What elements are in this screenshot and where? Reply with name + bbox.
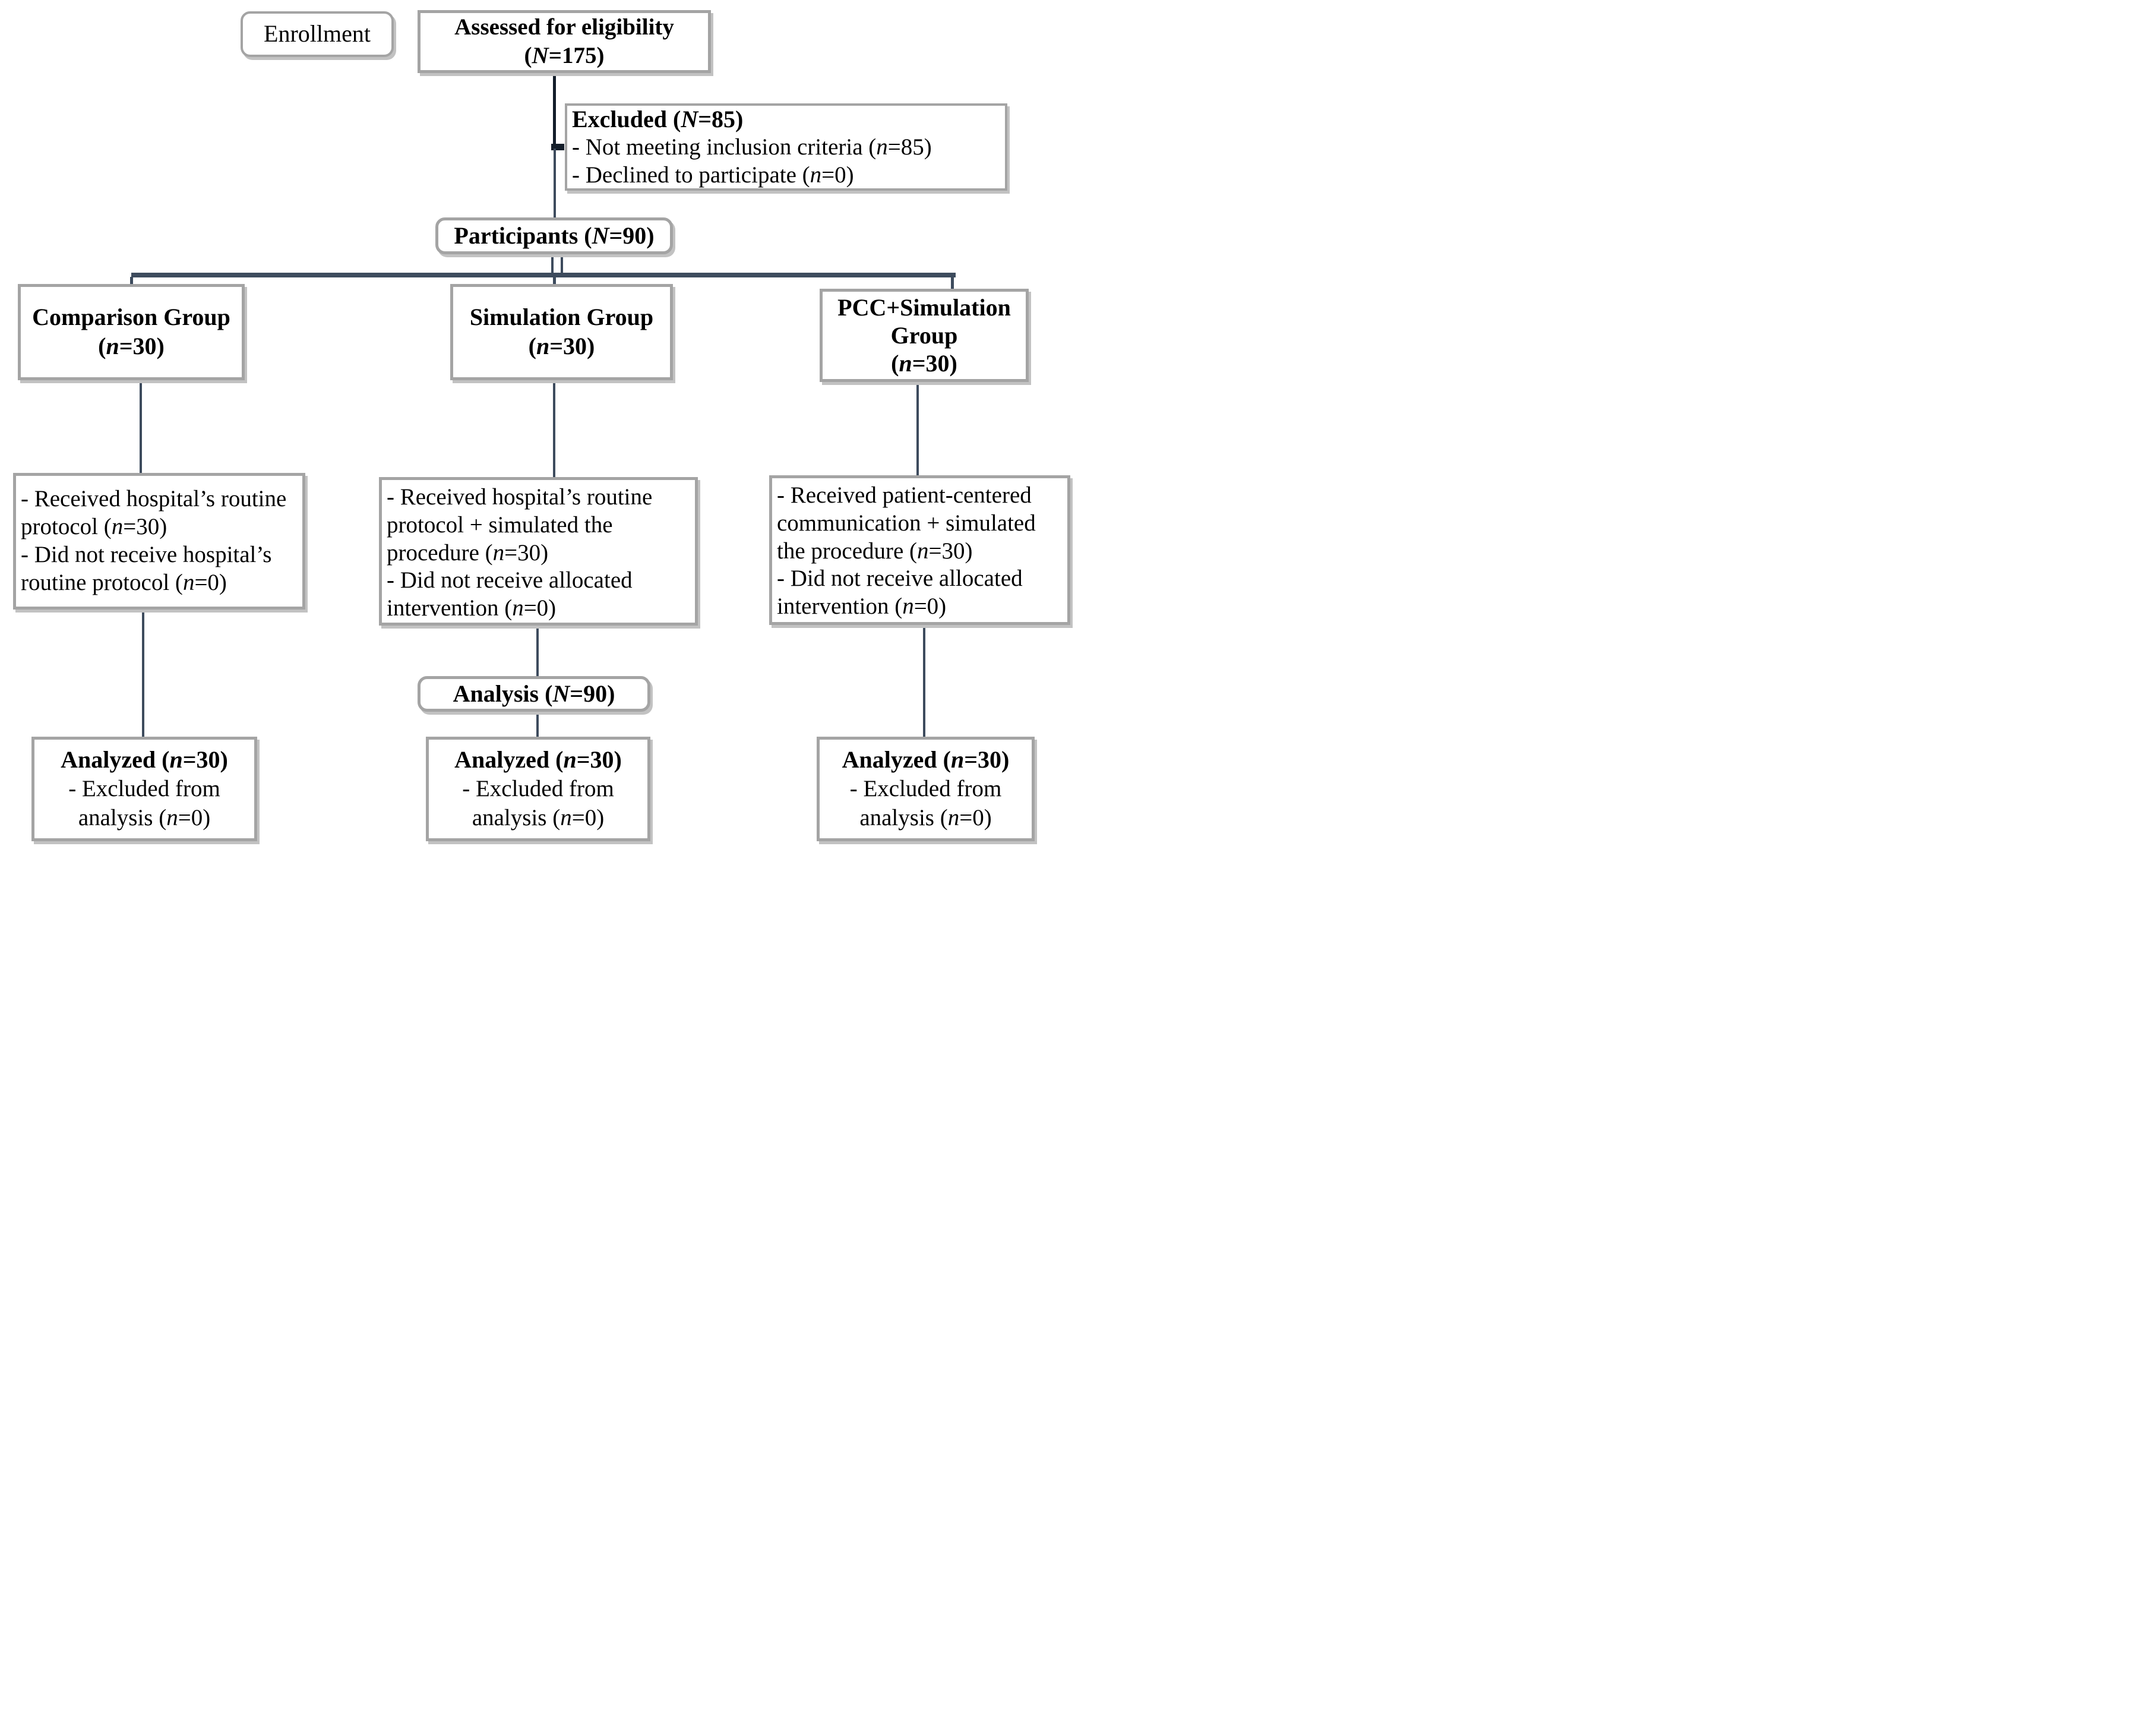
simulation-group-box: Simulation Group (n=30) [450, 284, 673, 380]
intervention-item: - Received hospital’s routine protocol (… [21, 486, 287, 540]
enrollment-label-box: Enrollment [241, 11, 394, 57]
connector-excluded-stub-line [551, 144, 564, 150]
assessed-eligibility-box: Assessed for eligibility (N=175) [418, 10, 711, 73]
analyzed-item: - Excluded from analysis (n=0) [68, 776, 220, 831]
analyzed-title: Analyzed (n=30) [61, 746, 228, 774]
assessed-eligibility-title: Assessed for eligibility [454, 14, 674, 40]
excluded-box: Excluded (N=85) - Not meeting inclusion … [565, 103, 1007, 191]
connector-comparison-intervention-line [140, 380, 142, 473]
excluded-item: - Declined to participate (n=0) [572, 162, 854, 188]
participants-label: Participants (N=90) [454, 222, 655, 249]
analyzed-box-simulation: Analyzed (n=30) - Excluded from analysis… [426, 737, 650, 841]
consort-flow-diagram: Enrollment Assessed for eligibility (N=1… [0, 0, 1078, 856]
connector-assessed-down-line [553, 73, 556, 149]
intervention-item: - Did not receive hospital’s routine pro… [21, 542, 272, 595]
analyzed-title: Analyzed (n=30) [842, 746, 1010, 774]
simulation-group-title: Simulation Group [469, 304, 654, 331]
participants-split-connector-b [561, 254, 563, 273]
connector-comparison-analyzed-line [142, 610, 144, 737]
enrollment-label: Enrollment [264, 20, 371, 48]
simulation-group-count: (n=30) [528, 333, 595, 359]
intervention-item: - Did not receive allocated intervention… [387, 567, 633, 621]
analysis-box: Analysis (N=90) [418, 676, 650, 712]
intervention-item: - Received patient-centered communicatio… [777, 482, 1036, 564]
intervention-box-comparison: - Received hospital’s routine protocol (… [13, 473, 305, 610]
connector-analysis-analyzed-line [536, 712, 539, 737]
comparison-group-title: Comparison Group [32, 304, 230, 331]
pcc-simulation-group-count: (n=30) [891, 350, 957, 377]
allocation-splitter-bar [131, 273, 956, 277]
analyzed-item: - Excluded from analysis (n=0) [849, 776, 1002, 831]
connector-simulation-analysis-line [536, 626, 539, 676]
excluded-item: - Not meeting inclusion criteria (n=85) [572, 134, 932, 160]
connector-simulation-intervention-line [553, 380, 555, 478]
participants-box: Participants (N=90) [435, 217, 673, 254]
connector-pcc-analyzed-line [923, 625, 925, 737]
comparison-group-box: Comparison Group (n=30) [18, 284, 245, 380]
intervention-item: - Received hospital’s routine protocol +… [387, 484, 653, 566]
intervention-box-simulation: - Received hospital’s routine protocol +… [379, 477, 698, 626]
drop-right-line [951, 277, 954, 289]
drop-left-line [130, 277, 133, 285]
analyzed-box-comparison: Analyzed (n=30) - Excluded from analysis… [31, 737, 257, 841]
connector-pcc-intervention-line [916, 382, 919, 476]
analyzed-box-pcc-simulation: Analyzed (n=30) - Excluded from analysis… [817, 737, 1035, 841]
analysis-label: Analysis (N=90) [453, 680, 615, 707]
intervention-box-pcc-simulation: - Received patient-centered communicatio… [769, 475, 1070, 625]
pcc-simulation-group-box: PCC+Simulation Group (n=30) [820, 289, 1029, 382]
connector-to-participants-line [554, 149, 556, 217]
drop-middle-line [553, 277, 556, 285]
comparison-group-count: (n=30) [98, 333, 165, 359]
analyzed-title: Analyzed (n=30) [454, 746, 622, 774]
analyzed-item: - Excluded from analysis (n=0) [462, 776, 614, 831]
pcc-simulation-group-title: PCC+Simulation Group [837, 293, 1011, 349]
assessed-eligibility-count: (N=175) [524, 43, 605, 68]
excluded-title: Excluded (N=85) [572, 105, 744, 132]
intervention-item: - Did not receive allocated intervention… [777, 566, 1023, 620]
participants-split-connector-a [551, 254, 554, 273]
